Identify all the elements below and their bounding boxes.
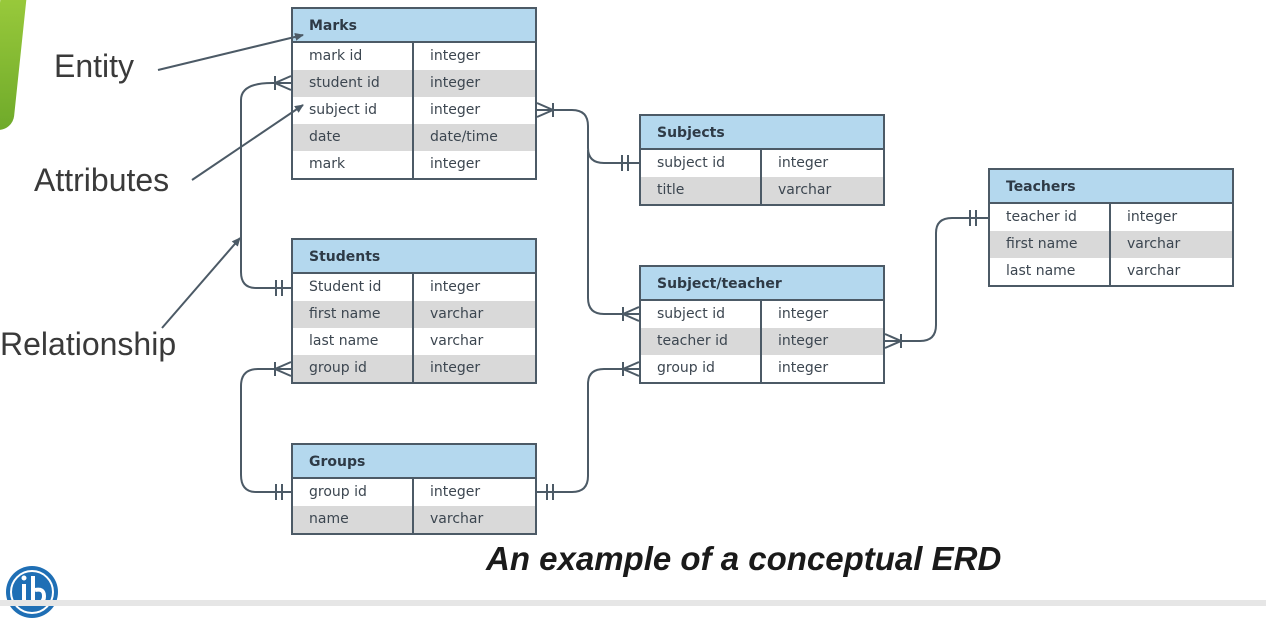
attribute-row: first name varchar [990,231,1232,258]
attribute-row: Student id integer [293,274,535,301]
attribute-type: integer [430,156,481,172]
attribute-row: last name varchar [990,258,1232,285]
crowfoot-subjectteacher-group [620,361,640,377]
attribute-type: integer [778,333,829,349]
attribute-name: last name [293,328,414,355]
attribute-name: last name [990,258,1111,285]
attribute-type: integer [778,306,829,322]
label-attributes: Attributes [34,162,170,198]
attribute-type: varchar [1127,236,1181,252]
attribute-row: group id integer [641,355,883,382]
rel-students-groups [240,368,291,493]
entity-title: Groups [293,445,535,479]
attribute-name: name [293,506,414,533]
attribute-type: integer [1127,209,1178,225]
rel-marks-subjects [537,109,639,164]
attribute-row: teacher id integer [990,204,1232,231]
attribute-row: title varchar [641,177,883,204]
attribute-name: group id [641,355,762,382]
attribute-type: integer [430,75,481,91]
label-entity: Entity [54,48,135,84]
rel-subjectteacher-teachers [885,217,988,342]
one-bar-students [275,280,283,296]
attribute-row: subject id integer [641,150,883,177]
attribute-name: first name [990,231,1111,258]
attribute-name: group id [293,479,414,506]
attribute-name: subject id [641,301,762,328]
attribute-type: varchar [778,182,832,198]
attribute-type: integer [430,360,481,376]
attribute-type: varchar [430,306,484,322]
attribute-name: mark id [293,43,414,70]
attribute-type: integer [778,155,829,171]
attribute-type: integer [778,360,829,376]
attribute-name: subject id [641,150,762,177]
attribute-type: varchar [1127,263,1181,279]
one-bar-subjects [621,155,629,171]
attribute-row: mark integer [293,151,535,178]
entity-students: Students Student id integer first name varc… [291,238,537,384]
attribute-name: teacher id [990,204,1111,231]
attribute-row: teacher id integer [641,328,883,355]
one-bar-groups-left [275,484,283,500]
pointer-relationship-arrow [161,237,241,329]
pointer-attributes-arrow [191,104,304,181]
attribute-name: student id [293,70,414,97]
crowfoot-marks-subject [536,102,556,118]
attribute-name: teacher id [641,328,762,355]
attribute-row: subject id integer [641,301,883,328]
one-bar-groups-right [546,484,554,500]
attribute-name: subject id [293,97,414,124]
ib-logo-icon [6,566,58,618]
attribute-name: date [293,124,414,151]
attribute-name: group id [293,355,414,382]
bottom-bar [0,600,1266,606]
attribute-row: name varchar [293,506,535,533]
crowfoot-students-group [272,361,292,377]
rel-groups-subjectteacher [537,368,639,493]
entity-groups: Groups group id integer name varchar [291,443,537,535]
rel-marks-students [240,82,291,289]
entity-subjects: Subjects subject id integer title varchar [639,114,885,206]
crowfoot-marks-student [272,75,292,91]
rel-subjects-subjectteacher [587,150,639,315]
attribute-name: mark [293,151,414,178]
diagram-caption: An example of a conceptual ERD [486,540,1002,577]
attribute-row: date date/time [293,124,535,151]
attribute-type: date/time [430,129,498,145]
entity-title: Marks [293,9,535,43]
entity-title: Subjects [641,116,883,150]
one-bar-teachers [969,210,977,226]
attribute-row: group id integer [293,479,535,506]
entity-title: Subject/teacher [641,267,883,301]
attribute-name: first name [293,301,414,328]
attribute-type: integer [430,48,481,64]
crowfoot-subjectteacher-teacher [884,333,904,349]
attribute-row: last name varchar [293,328,535,355]
attribute-name: title [641,177,762,204]
attribute-type: integer [430,484,481,500]
attribute-type: integer [430,279,481,295]
entity-teachers: Teachers teacher id integer first name varc… [988,168,1234,287]
attribute-name: Student id [293,274,414,301]
attribute-row: mark id integer [293,43,535,70]
pointer-entity-arrow [157,32,304,71]
attribute-type: varchar [430,333,484,349]
label-relationship: Relationship [0,326,177,362]
attribute-row: student id integer [293,70,535,97]
attribute-type: integer [430,102,481,118]
attribute-row: first name varchar [293,301,535,328]
attribute-row: subject id integer [293,97,535,124]
entity-title: Students [293,240,535,274]
entity-title: Teachers [990,170,1232,204]
attribute-type: varchar [430,511,484,527]
attribute-row: group id integer [293,355,535,382]
crowfoot-subjectteacher-subject [620,306,640,322]
